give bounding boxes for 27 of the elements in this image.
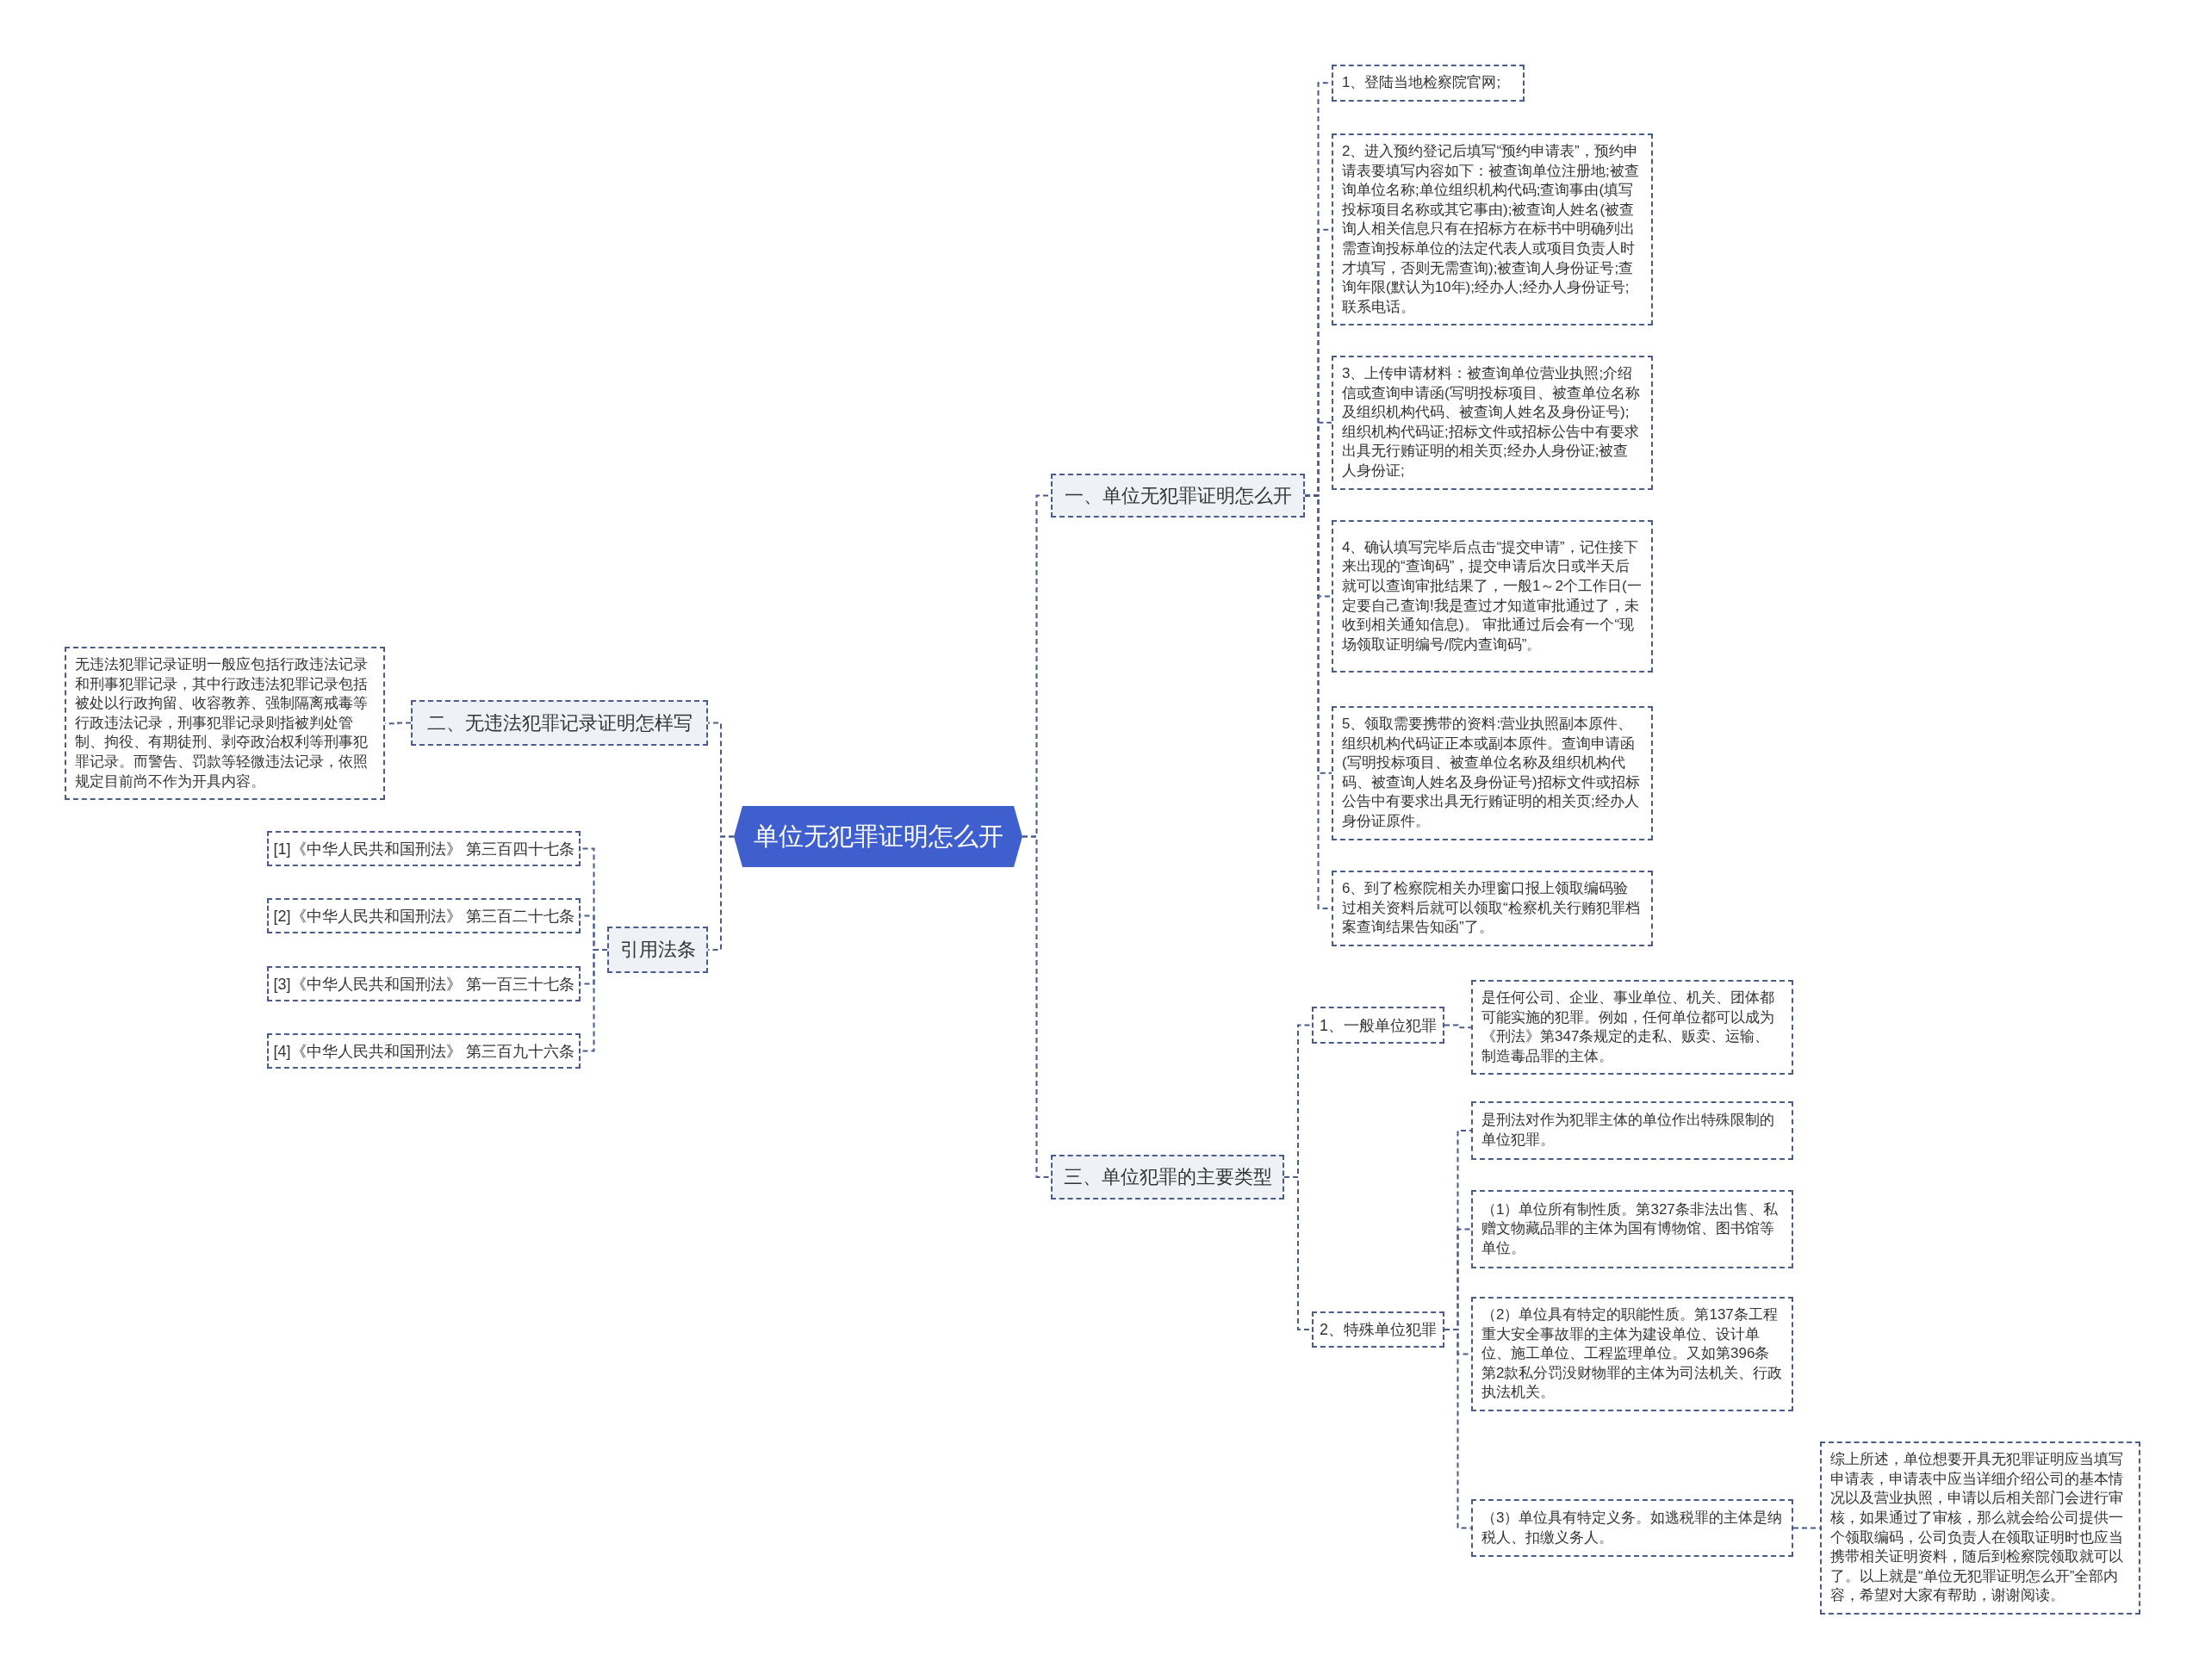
connector — [1444, 1329, 1472, 1529]
text-box: 无违法犯罪记录证明一般应包括行政违法记录和刑事犯罪记录，其中行政违法犯罪记录包括被处以行政拘留、收容教养、强制隔离戒毒等行政违法记录，刑事犯罪记录则指被判处管制、拘役、有期徒刑、剥夺政治权利等刑事犯罪记录。而警告、罚款等轻微违法记录，依照规定目前尚不作为开具内容。 — [65, 647, 385, 801]
topic-box: 三、单位犯罪的主要类型 — [1051, 1155, 1284, 1200]
text-box: 是任何公司、企业、事业单位、机关、团体都可能实施的犯罪。例如，任何单位都可以成为《刑法》第347条规定的走私、贩卖、运输、制造毒品罪的主体。 — [1471, 980, 1793, 1076]
subtopic-box: [1]《中华人民共和国刑法》 第三百四十七条 — [267, 831, 581, 866]
subtopic-box: 2、特殊单位犯罪 — [1312, 1311, 1444, 1348]
text-box: （3）单位具有特定义务。如逃税罪的主体是纳税人、扣缴义务人。 — [1471, 1499, 1793, 1557]
subtopic-box: [4]《中华人民共和国刑法》 第三百九十六条 — [267, 1033, 581, 1069]
text-box: 5、领取需要携带的资料:营业执照副本原件、组织机构代码证正本或副本原件。查询申请函(写明投标项目、被查单位名称及组织机构代码、被查询人姓名及身份证号)招标文件或招标公告中有要求出具无行贿证明的相关页;经办人身份证原件。 — [1332, 706, 1653, 840]
subtopic-box: [3]《中华人民共和国刑法》 第一百三十七条 — [267, 966, 581, 1001]
text-box: 3、上传申请材料：被查询单位营业执照;介绍信或查询申请函(写明投标项目、被查单位名称及组织机构代码、被查询人姓名及身份证号);组织机构代码证;招标文件或招标公告中有要求出具无行贿证明的相关页;经办人身份证;被查人身份证; — [1332, 356, 1653, 490]
text-box: 综上所述，单位想要开具无犯罪证明应当填写申请表，申请表中应当详细介绍公司的基本情况以及营业执照，申请以后相关部门会进行审核，如果通过了审核，那么就会给公司提供一个领取编码，公司负责人在领取证明时也应当携带相关证明资料，随后到检察院领取就可以了。以上就是“单位无犯罪证明怎么开”全部内容，希望对大家有帮助，谢谢阅读。 — [1820, 1441, 2140, 1615]
text-box: 1、登陆当地检察院官网; — [1332, 65, 1525, 102]
topic-box: 二、无违法犯罪记录证明怎样写 — [411, 700, 708, 746]
text-box: 是刑法对作为犯罪主体的单位作出特殊限制的单位犯罪。 — [1471, 1101, 1793, 1160]
subtopic-box: 1、一般单位犯罪 — [1312, 1007, 1444, 1044]
text-box: 6、到了检察院相关办理窗口报上领取编码验过相关资料后就可以领取“检察机关行贿犯罪档案查询结果告知函”了。 — [1332, 871, 1653, 946]
connector — [1022, 835, 1052, 1178]
text-box: 4、确认填写完毕后点击“提交申请”，记住接下来出现的“查询码”，提交申请后次日或半天后就可以查询审批结果了，一般1～2个工作日(一定要自己查询!我是查过才知道审批通过了，未收到相关通知信息)。 审批通过后会有一个“现场领取证明编号/院内查询码”。 — [1332, 520, 1653, 673]
connector — [1444, 1024, 1472, 1029]
topic-box: 一、单位无犯罪证明怎么开 — [1051, 474, 1305, 518]
text-box: （1）单位所有制性质。第327条非法出售、私赠文物藏品罪的主体为国有博物馆、图书馆等单位。 — [1471, 1190, 1793, 1268]
topic-box: 引用法条 — [607, 927, 708, 973]
text-box: （2）单位具有特定的职能性质。第137条工程重大安全事故罪的主体为建设单位、设计单位、施工单位、工程监理单位。又如第396条第2款私分罚没财物罪的主体为司法机关、行政执法机关。 — [1471, 1297, 1793, 1412]
subtopic-box: [2]《中华人民共和国刑法》 第三百二十七条 — [267, 898, 581, 933]
text-box: 2、进入预约登记后填写“预约申请表”，预约申请表要填写内容如下：被查询单位注册地;被查询单位名称;单位组织机构代码;查询事由(填写投标项目名称或其它事由);被查询人姓名(被查询人相关信息只有在招标方在标书中明确列出需查询投标单位的法定代表人或项目负责人时才填写，否则无需查询);被查询人身份证号;查询年限(默认为10年);经办人;经办人身份证号;联系电话。 — [1332, 133, 1653, 326]
central-topic: 单位无犯罪证明怎么开 — [734, 806, 1022, 867]
